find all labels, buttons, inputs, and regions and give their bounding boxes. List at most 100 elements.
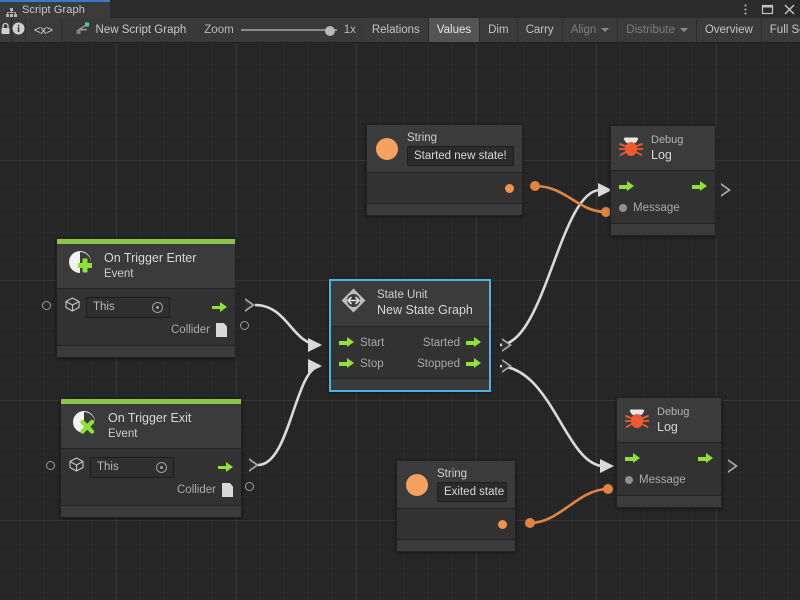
string-output-port[interactable] (505, 183, 514, 193)
graph-canvas[interactable]: String Started new state! (0, 44, 800, 600)
graph-icon (6, 5, 17, 17)
collider-label: Collider (177, 484, 216, 496)
zoom-slider[interactable] (240, 24, 337, 36)
relations-button[interactable]: Relations (363, 18, 429, 42)
external-input-port[interactable] (42, 301, 51, 310)
node-title: State Unit (377, 289, 428, 301)
graph-name-field[interactable]: New Script Graph (67, 18, 197, 42)
values-button[interactable]: Values (428, 18, 481, 42)
node-header: On Trigger Exit Event (61, 404, 241, 448)
flow-output-arrow-icon[interactable] (698, 453, 713, 464)
node-on-trigger-exit[interactable]: On Trigger Exit Event This (60, 398, 242, 518)
node-title: String (407, 132, 438, 144)
connection-wires (254, 181, 614, 528)
align-dropdown[interactable]: Align (562, 18, 619, 42)
window-titlebar: Script Graph (0, 0, 800, 18)
string-value-field[interactable]: Started new state! (407, 146, 514, 166)
target-value: This (97, 460, 119, 473)
target-dropdown[interactable]: This (90, 456, 174, 478)
string-icon (376, 137, 398, 160)
flow-output-arrow-icon[interactable] (692, 181, 707, 192)
node-header: Debug Log (617, 398, 721, 442)
zoom-slider-knob[interactable] (324, 25, 335, 36)
node-body (397, 508, 515, 539)
wire-string-bottom-to-message (529, 487, 609, 525)
node-body (367, 172, 522, 203)
node-footer (367, 203, 522, 215)
more-options-icon[interactable] (739, 3, 752, 16)
message-label: Message (633, 201, 680, 214)
flow-output-arrow-icon[interactable] (212, 301, 227, 313)
wire-endpoint (603, 484, 613, 494)
fullscreen-label: Full Scr (769, 24, 800, 36)
wire-stopped-to-log-bottom (499, 364, 603, 468)
lock-button[interactable] (0, 18, 12, 42)
event-accent-bar (61, 399, 241, 404)
node-title: String (437, 468, 468, 480)
wire-endpoint (601, 207, 611, 217)
flow-input-arrow-icon[interactable] (625, 453, 640, 464)
node-string-top[interactable]: String Started new state! (366, 124, 523, 216)
flow-input-arrow-icon[interactable] (619, 181, 634, 192)
node-on-trigger-enter[interactable]: On Trigger Enter Event This (56, 238, 236, 358)
node-string-bottom[interactable]: String Exited state (396, 460, 516, 552)
start-row: Start Started (331, 332, 489, 353)
external-input-port[interactable] (46, 461, 55, 470)
started-output-arrow-icon[interactable] (466, 337, 481, 348)
node-header: On Trigger Enter Event (57, 244, 235, 288)
target-picker-icon[interactable] (156, 461, 167, 473)
message-input-port[interactable] (625, 475, 633, 484)
string-value-field[interactable]: Exited state (437, 482, 507, 502)
node-subtitle: New State Graph (377, 303, 473, 317)
zoom-label: Zoom (204, 24, 234, 36)
node-debug-log-bottom[interactable]: Debug Log Message (616, 397, 722, 508)
stop-input-arrow-icon[interactable] (339, 358, 354, 369)
stopped-output-arrow-icon[interactable] (466, 358, 481, 369)
target-picker-icon[interactable] (152, 301, 163, 313)
distribute-dropdown[interactable]: Distribute (618, 18, 697, 42)
info-button[interactable] (12, 18, 26, 42)
node-header: State Unit New State Graph (331, 281, 489, 326)
node-subtitle: Event (108, 427, 138, 440)
fullscreen-button[interactable]: Full Scr (761, 18, 800, 42)
flow-row (617, 448, 721, 469)
carry-label: Carry (525, 24, 554, 36)
flow-row (611, 176, 715, 197)
flow-output-arrow-icon[interactable] (218, 461, 233, 473)
collider-output-port[interactable] (216, 323, 227, 337)
wire-endpoint (525, 518, 535, 528)
node-header: Debug Log (611, 126, 715, 170)
overview-button[interactable]: Overview (696, 18, 762, 42)
started-label: Started (422, 336, 460, 349)
carry-button[interactable]: Carry (517, 18, 563, 42)
string-output-port[interactable] (498, 519, 507, 529)
external-output-port[interactable] (245, 482, 254, 491)
wire-arrowhead (308, 338, 322, 352)
maximize-icon[interactable] (761, 3, 774, 16)
zoom-control[interactable]: Zoom 1x (196, 18, 364, 42)
dim-button[interactable]: Dim (480, 18, 518, 42)
node-titles: On Trigger Enter Event (104, 251, 196, 281)
message-row: Message (611, 197, 715, 218)
node-title: Debug (657, 406, 690, 418)
collider-output-port[interactable] (222, 483, 233, 497)
align-label: Align (570, 24, 597, 36)
code-view-button[interactable]: <x> (26, 18, 62, 42)
node-title: On Trigger Exit (108, 410, 192, 425)
node-titles: Debug Log (651, 133, 683, 163)
event-exit-icon (71, 410, 98, 441)
close-icon[interactable] (783, 3, 796, 16)
start-input-arrow-icon[interactable] (339, 337, 354, 348)
state-unit-icon (340, 287, 367, 319)
node-debug-log-top[interactable]: Debug Log Message (610, 125, 716, 236)
message-input-port[interactable] (619, 203, 627, 212)
node-titles: On Trigger Exit Event (108, 411, 191, 441)
node-state-unit[interactable]: State Unit New State Graph Start Started… (329, 279, 491, 392)
wire-arrowhead (600, 459, 614, 473)
external-output-port[interactable] (240, 321, 249, 330)
target-dropdown[interactable]: This (86, 296, 170, 318)
tab-script-graph[interactable]: Script Graph (0, 0, 110, 18)
collider-row: Collider (57, 319, 235, 341)
stop-row: Stop Stopped (331, 353, 489, 374)
node-body: This Collider (57, 288, 235, 345)
